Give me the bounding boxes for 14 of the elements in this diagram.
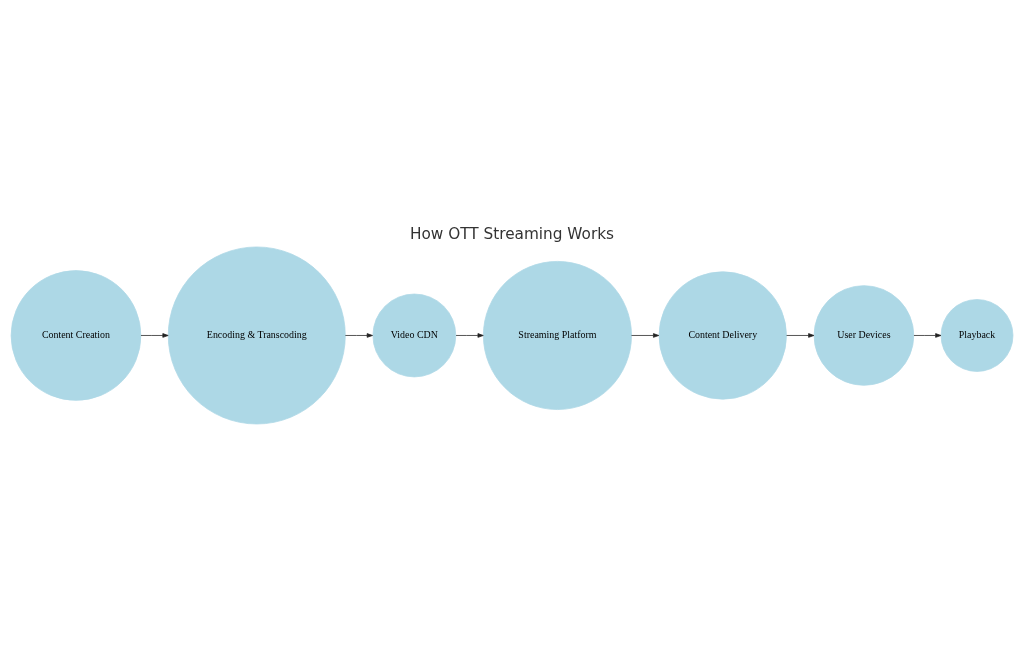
diagram-title: How OTT Streaming Works — [409, 224, 615, 243]
node-circle: User Devices — [813, 284, 915, 386]
node-circle: Content Creation — [10, 269, 142, 401]
arrow — [913, 332, 942, 338]
node-circle: Content Delivery — [658, 270, 787, 400]
arrow — [631, 332, 660, 338]
node-circle: Playback — [940, 298, 1014, 372]
node-circle: Streaming Platform — [483, 260, 632, 410]
arrow — [786, 332, 815, 338]
node-circle: Video CDN — [372, 293, 457, 377]
node-circle: Encoding & Transcoding — [167, 246, 346, 424]
arrow — [140, 332, 169, 338]
arrow — [455, 332, 484, 338]
arrow — [345, 332, 373, 338]
